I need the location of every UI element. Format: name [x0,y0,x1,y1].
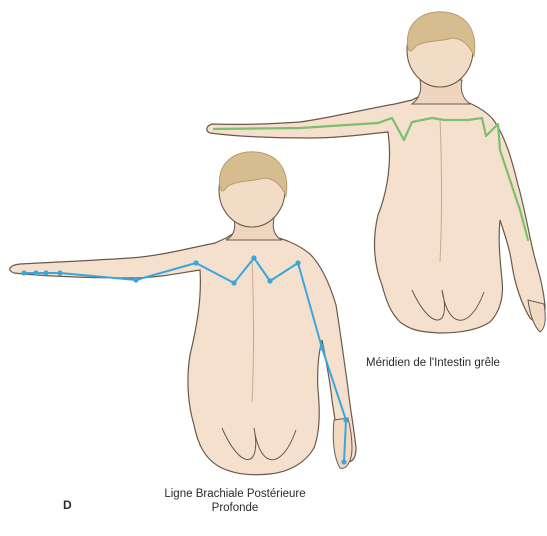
caption-deep-back-arm-line: Ligne Brachiale Postérieure Profonde [150,487,320,515]
body-outline-left [10,227,356,474]
caption-line-1: Ligne Brachiale Postérieure [150,487,320,501]
line-node [193,260,198,265]
line-node [319,345,324,350]
line-node [33,270,38,275]
line-node [267,278,272,283]
panel-letter: D [63,498,72,512]
line-node [43,270,48,275]
line-node [341,459,346,464]
back-figure-left [10,152,356,475]
line-node [133,277,138,282]
line-node [343,417,348,422]
line-node [21,270,26,275]
line-node [295,260,300,265]
line-node [57,270,62,275]
caption-line-2: Profonde [150,501,320,515]
caption-small-intestine-meridian: Méridien de l'Intestin grêle [353,356,513,370]
line-node [251,255,256,260]
line-node [231,280,236,285]
